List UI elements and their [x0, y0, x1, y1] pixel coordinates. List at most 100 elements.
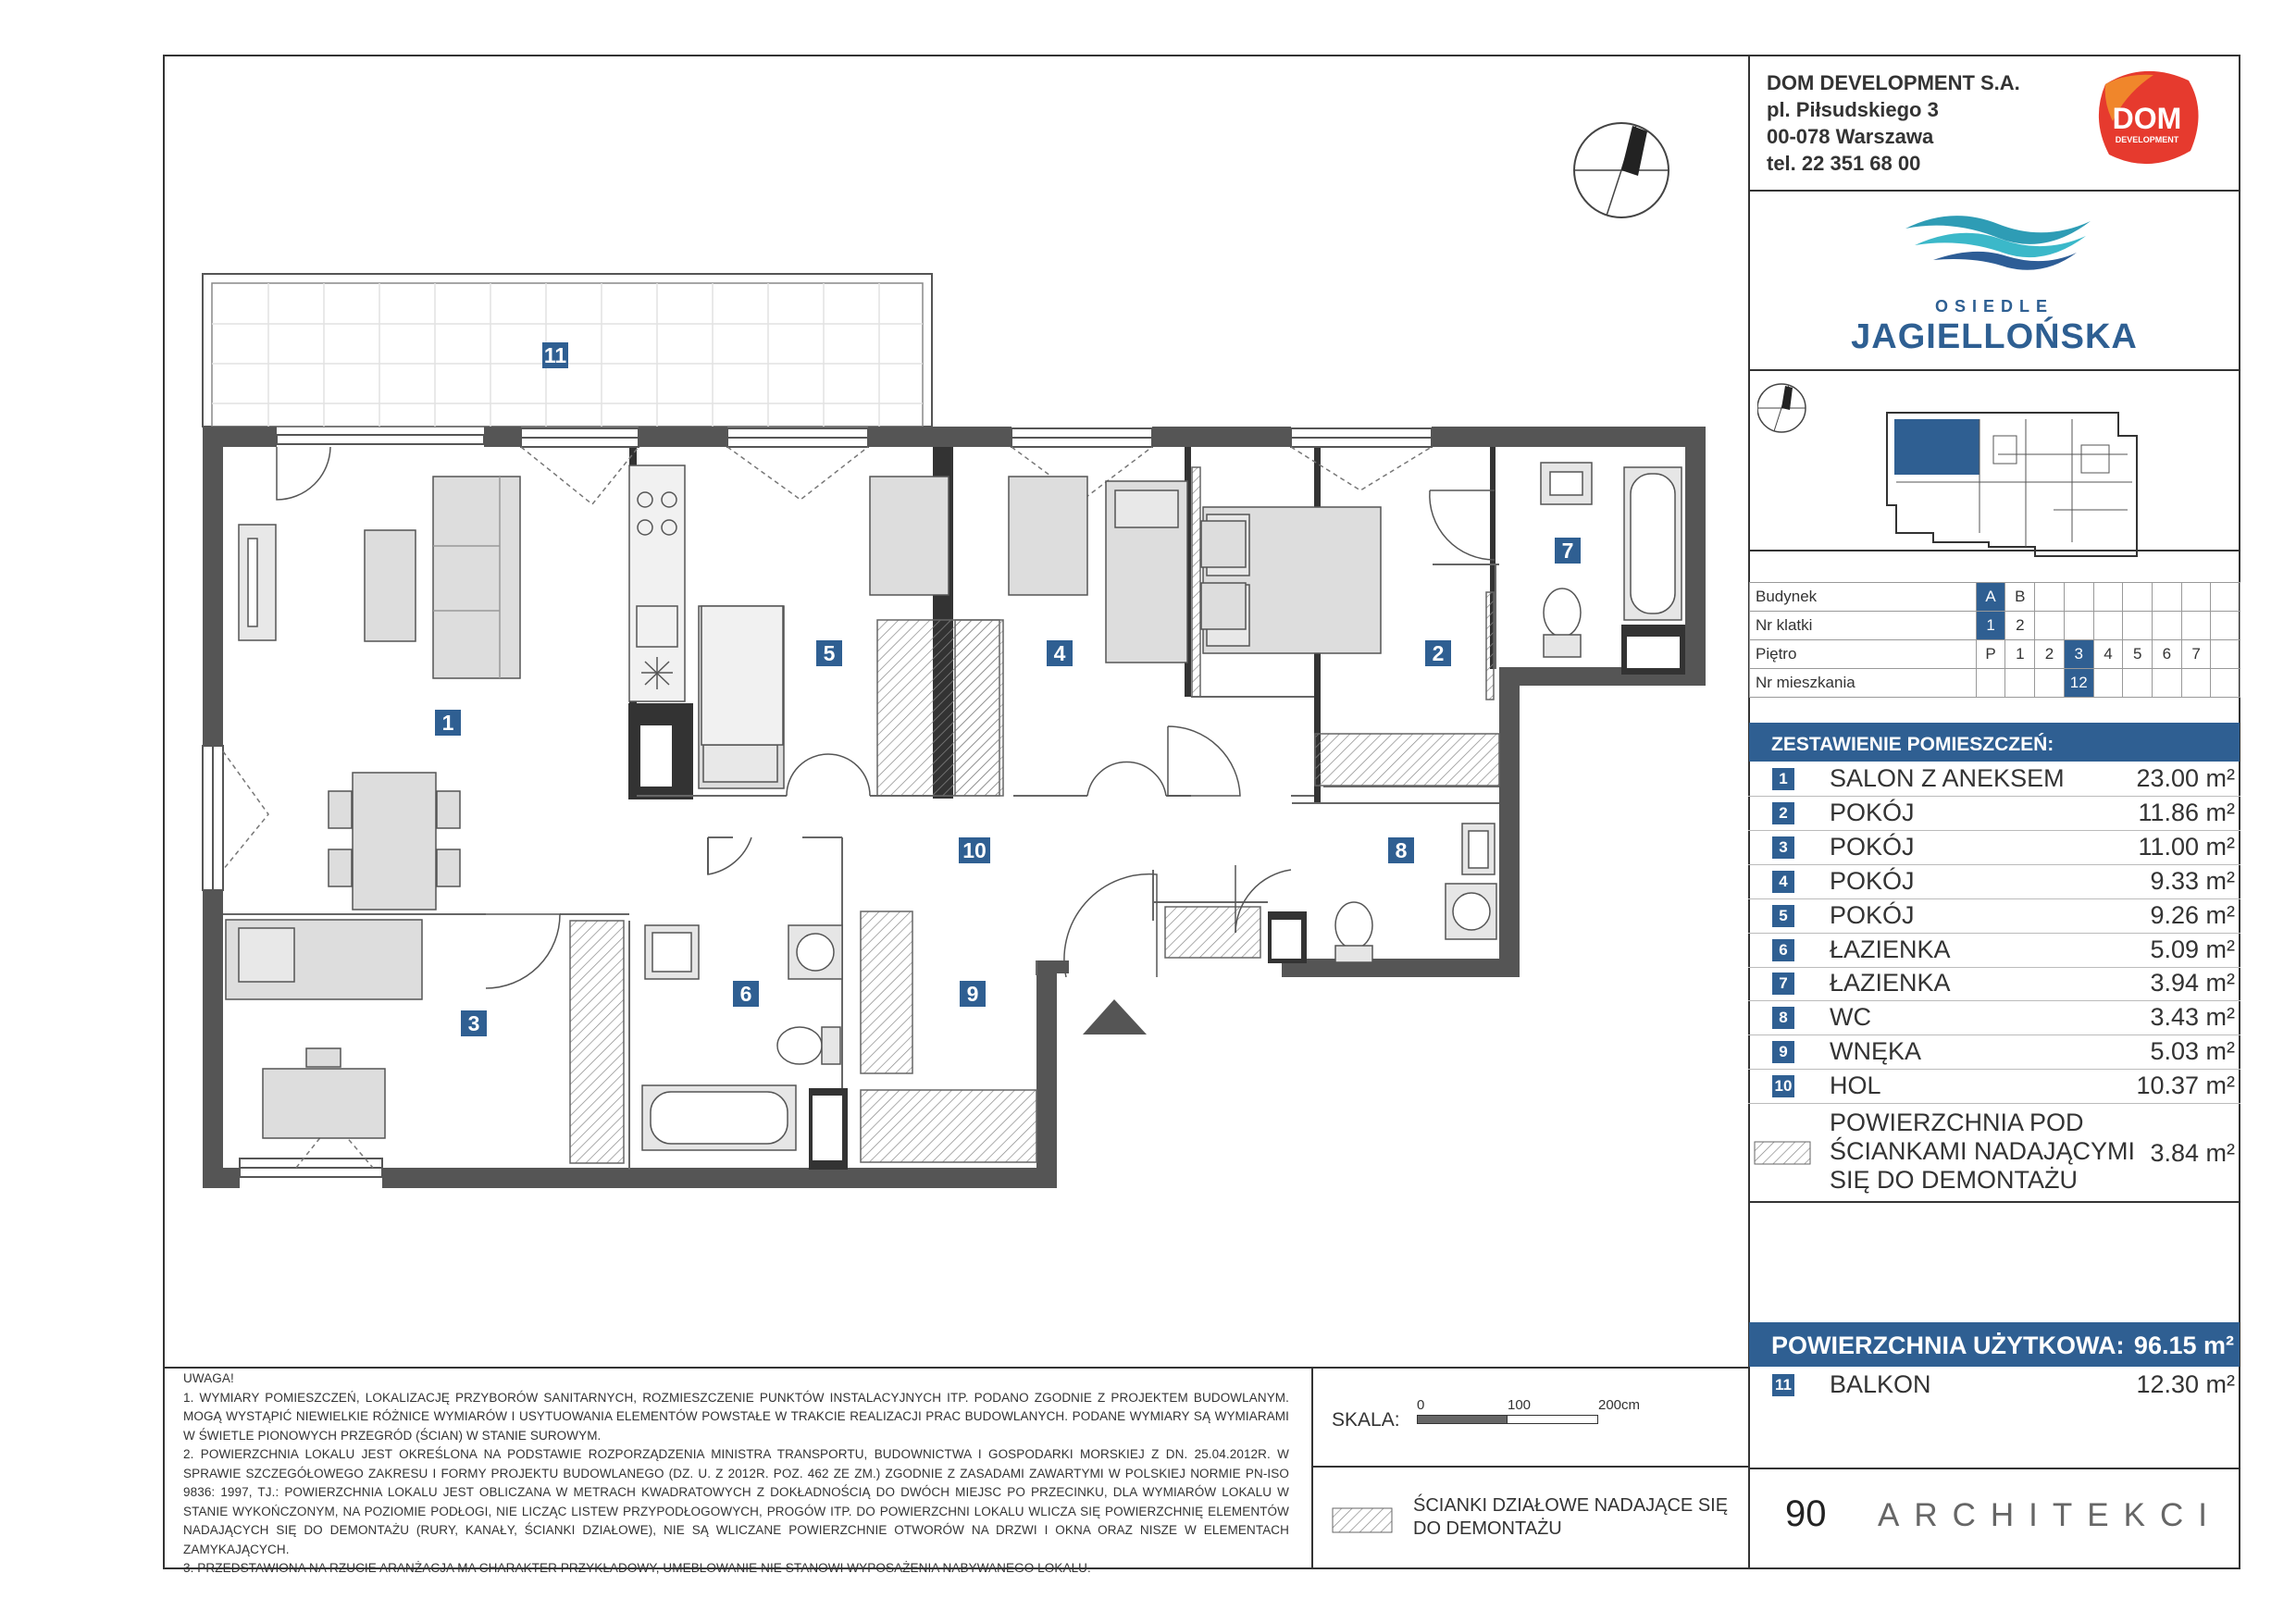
windows	[202, 427, 1433, 1178]
plan-label-2: 2	[1433, 641, 1445, 665]
company-address: DOM DEVELOPMENT S.A. pl. Piłsudskiego 3 …	[1767, 69, 2020, 177]
room-name: SALON Z ANEKSEM	[1830, 764, 2065, 792]
doors	[276, 446, 1496, 989]
demolition-label-3: SIĘ DO DEMONTAŻU	[1830, 1166, 2079, 1194]
floor-plan: 11 1 2 3 4 5 6 7 8 9 10	[202, 122, 1706, 1188]
usable-area-label: POWIERZCHNIA UŻYTKOWA:	[1771, 1332, 2125, 1359]
info-cell: 6	[2152, 639, 2182, 669]
info-cell	[2152, 582, 2182, 612]
note-3: 3. PRZEDSTAWIONA NA RZUCIE ARANŻACJA MA …	[183, 1561, 1091, 1575]
plan-label-9: 9	[967, 982, 979, 1006]
room-name: POKÓJ	[1830, 832, 1915, 861]
divider	[1748, 369, 2240, 371]
note-2: 2. POWIERZCHNIA LOKALU JEST OKREŚLONA NA…	[183, 1447, 1289, 1556]
room-number: 1	[1772, 768, 1794, 790]
room-number: 6	[1772, 938, 1794, 961]
scale-tick-0: 0	[1417, 1397, 1425, 1413]
info-cell	[2034, 582, 2065, 612]
info-cell: B	[2004, 582, 2036, 612]
room-number: 5	[1772, 904, 1794, 927]
info-cell: 4	[2092, 639, 2124, 669]
info-cell	[2034, 668, 2065, 698]
divider	[1748, 1468, 2240, 1469]
info-cell	[2180, 668, 2212, 698]
scale-label: SKALA:	[1332, 1409, 1400, 1431]
niche-inner	[640, 637, 1680, 1160]
room-number: 8	[1772, 1007, 1794, 1030]
info-cell: 2	[2034, 639, 2065, 669]
info-row-label: Piętro	[1749, 639, 1977, 669]
notes-title: UWAGA!	[183, 1371, 234, 1385]
usable-area-bar: POWIERZCHNIA UŻYTKOWA: 96.15 m²	[1749, 1322, 2240, 1367]
info-cell	[2122, 611, 2153, 640]
scale-legend-box: SKALA: 0 100 200cm ŚCIANKI DZIAŁOWE NADA…	[1311, 1369, 1750, 1567]
plan-label-8: 8	[1396, 838, 1408, 862]
architect-name: ARCHITEKCI	[1878, 1497, 2222, 1533]
info-cell	[2122, 582, 2153, 612]
estate-name-line2: JAGIELLOŃSKA	[1851, 317, 2138, 356]
info-cell	[1975, 668, 2006, 698]
divider	[1313, 1466, 1750, 1468]
info-cell	[2004, 668, 2036, 698]
plan-label-11: 11	[544, 343, 567, 367]
scale-tick-200: 200cm	[1598, 1397, 1641, 1413]
room-row: 9 WNĘKA 5.03 m²	[1748, 1035, 2240, 1071]
furniture	[225, 476, 1382, 1139]
room-row: 1 SALON Z ANEKSEM 23.00 m²	[1748, 762, 2240, 797]
removable-partitions	[569, 466, 1500, 1164]
usable-area-value: 96.15 m²	[2133, 1332, 2234, 1359]
hatch-legend-icon	[1754, 1141, 1811, 1165]
info-cell	[2122, 668, 2153, 698]
room-area: 23.00 m²	[2136, 764, 2235, 792]
plan-label-7: 7	[1562, 539, 1574, 563]
info-cell	[2180, 582, 2212, 612]
room-labels: 11 1 2 3 4 5 6 7 8 9 10	[435, 342, 1581, 1036]
demolition-label-1: POWIERZCHNIA POD	[1830, 1109, 2084, 1136]
kitchen-counter	[628, 465, 784, 746]
room-number: 7	[1772, 973, 1794, 996]
info-cell: P	[1975, 639, 2006, 669]
room-area: 5.03 m²	[2150, 1037, 2235, 1066]
room-name: WNĘKA	[1830, 1037, 1922, 1066]
room-number: 10	[1772, 1075, 1794, 1098]
info-cell	[2063, 611, 2094, 640]
architect-number: 90	[1785, 1493, 1827, 1534]
plan-label-6: 6	[740, 982, 752, 1006]
panel-divider	[1748, 55, 1750, 1569]
drawing-sheet-frame	[163, 55, 2240, 1569]
info-cell	[2210, 668, 2240, 698]
room-number: 4	[1772, 870, 1794, 893]
entrance-arrow	[1083, 999, 1147, 1035]
info-cell	[2180, 611, 2212, 640]
scale-bar	[1417, 1415, 1598, 1424]
info-cell	[2063, 582, 2094, 612]
info-cell: 1	[1975, 611, 2006, 640]
info-cell	[2152, 611, 2182, 640]
room-number: 2	[1772, 801, 1794, 824]
rooms-header: ZESTAWIENIE POMIESZCZEŃ:	[1749, 723, 2240, 762]
info-panel: DOM DEVELOPMENT S.A. pl. Piłsudskiego 3 …	[1748, 55, 2240, 1569]
balcony-row: 11 BALKON 12.30 m²	[1748, 1369, 2240, 1402]
demolition-label-2: ŚCIANKAMI NADAJĄCYMI	[1830, 1137, 2136, 1165]
info-cell	[2092, 611, 2124, 640]
plan-label-4: 4	[1054, 641, 1066, 665]
info-cell: 1	[2004, 639, 2036, 669]
room-number: 9	[1772, 1041, 1794, 1064]
estate-name-line1: OSIEDLE	[1934, 297, 2054, 316]
legend-hatch-icon	[1332, 1507, 1393, 1533]
room-name: HOL	[1830, 1072, 1881, 1100]
room-area: 3.43 m²	[2150, 1003, 2235, 1032]
info-cell	[2210, 582, 2240, 612]
demolition-area-row: POWIERZCHNIA POD ŚCIANKAMI NADAJĄCYMI SI…	[1748, 1104, 2240, 1203]
dom-development-logo: DOM DEVELOPMENT	[2098, 70, 2199, 165]
info-cell: 5	[2122, 639, 2153, 669]
info-row-label: Nr mieszkania	[1749, 668, 1977, 698]
info-cell	[2092, 668, 2124, 698]
